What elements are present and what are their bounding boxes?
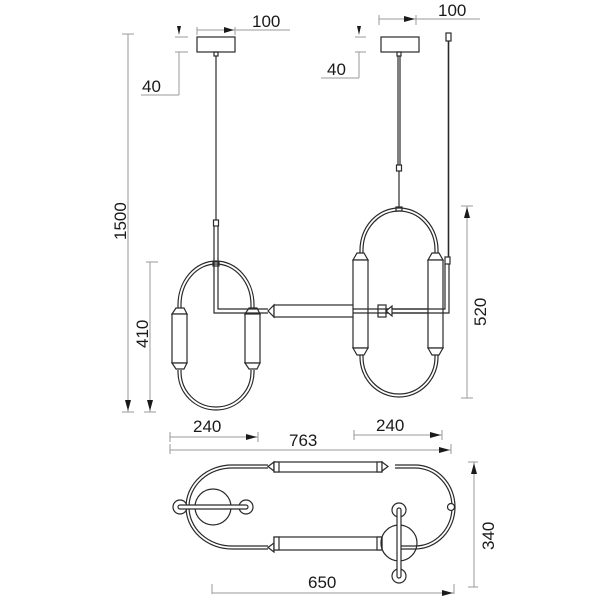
dimension-left-canopy-height: 40 bbox=[141, 26, 188, 96]
left-canopy-connector bbox=[213, 51, 219, 57]
cable-clip bbox=[445, 32, 452, 42]
dimension-total-height: 1500 bbox=[111, 33, 134, 413]
bottom-tube bbox=[273, 536, 383, 551]
left-canopy bbox=[196, 36, 236, 53]
dimension-left-loop-width: 240 bbox=[169, 417, 259, 442]
left-canopy-plan bbox=[172, 488, 254, 526]
dimension-top-view-depth: 340 bbox=[468, 461, 498, 588]
label-right-canopy-height: 40 bbox=[327, 60, 346, 79]
left-loop bbox=[170, 260, 261, 411]
label-left-canopy-height: 40 bbox=[142, 77, 161, 96]
horizontal-arm bbox=[213, 256, 451, 319]
label-left-canopy-width: 100 bbox=[252, 12, 280, 31]
right-canopy bbox=[380, 36, 420, 53]
top-plan-view: 650 340 bbox=[172, 460, 498, 596]
label-right-loop-width: 240 bbox=[376, 416, 404, 435]
label-left-loop-height: 410 bbox=[133, 320, 152, 348]
label-left-loop-width: 240 bbox=[193, 417, 221, 436]
right-canopy-plan bbox=[380, 502, 418, 584]
label-top-view-width: 650 bbox=[308, 573, 336, 592]
dimension-right-loop-width: 240 bbox=[353, 416, 443, 440]
dimension-right-canopy-height: 40 bbox=[321, 26, 366, 79]
dimension-overall-width: 763 bbox=[169, 431, 452, 454]
dimension-left-loop-height: 410 bbox=[133, 261, 158, 413]
dimension-right-canopy-width: 100 bbox=[378, 1, 480, 25]
front-elevation: 1500 410 40 100 bbox=[111, 1, 490, 454]
dimension-top-view-width: 650 bbox=[211, 573, 455, 596]
label-total-height: 1500 bbox=[111, 202, 130, 240]
dimension-right-loop-height: 520 bbox=[461, 205, 490, 399]
label-right-canopy-width: 100 bbox=[438, 1, 466, 20]
right-loop bbox=[351, 207, 445, 398]
dimension-left-canopy-width: 100 bbox=[196, 12, 290, 35]
label-overall-width: 763 bbox=[289, 431, 317, 450]
label-right-loop-height: 520 bbox=[471, 298, 490, 326]
left-rod-joint bbox=[212, 219, 220, 227]
top-tube bbox=[273, 461, 383, 473]
label-top-view-depth: 340 bbox=[479, 522, 498, 550]
